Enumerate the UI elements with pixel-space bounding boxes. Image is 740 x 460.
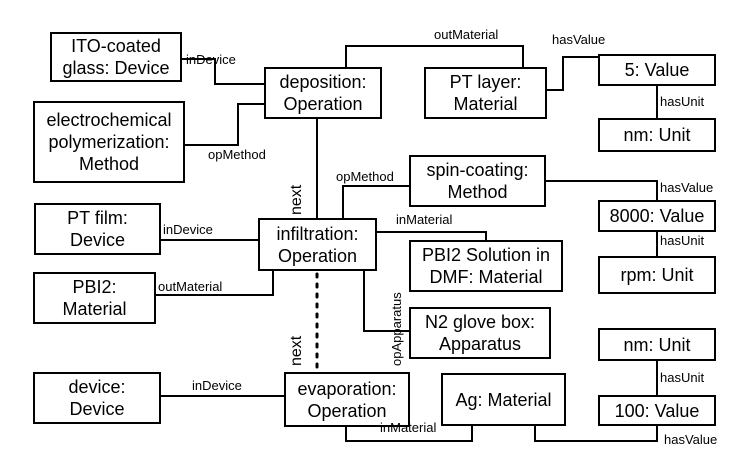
edge-label-hasunit-8000: hasUnit — [660, 233, 705, 248]
edge-label-hasvalue-ag: hasValue — [664, 432, 718, 447]
spin-coating-method-node: spin-coating: Method — [409, 155, 546, 207]
evaporation-operation-node: evaporation: Operation — [284, 372, 410, 427]
edge-label-outmaterial-deposition: outMaterial — [434, 27, 499, 42]
five-value-node: 5: Value — [598, 54, 716, 86]
nm-unit-node-bottom: nm: Unit — [598, 328, 716, 361]
edge-label-hasunit-100: hasUnit — [660, 370, 705, 385]
edge-label-outmaterial-pbi2: outMaterial — [158, 279, 223, 294]
pbi2-material-node: PBI2: Material — [33, 272, 156, 324]
n2-glove-box-apparatus-node: N2 glove box: Apparatus — [409, 307, 551, 359]
edge-label-hasvalue-pt-layer: hasValue — [552, 32, 606, 47]
device-device-node: device: Device — [33, 372, 161, 424]
electrochemical-polymerization-method-node: electrochemical polymerization: Method — [33, 101, 185, 183]
ag-material-node: Ag: Material — [441, 373, 566, 426]
edge-label-indevice-pt-film: inDevice — [163, 222, 213, 237]
pt-film-device-node: PT film: Device — [34, 203, 161, 255]
rpm-unit-node: rpm: Unit — [598, 256, 716, 294]
edge-label-hasunit-five: hasUnit — [660, 94, 705, 109]
edge-label-hasvalue-spin: hasValue — [660, 180, 714, 195]
ito-coated-glass-node: ITO-coated glass: Device — [50, 32, 182, 82]
edge-label-next-infiltration: next — [288, 335, 305, 366]
deposition-operation-node: deposition: Operation — [264, 67, 382, 119]
edge-label-inmaterial-infiltration: inMaterial — [396, 212, 453, 227]
edge-label-opmethod-spin: opMethod — [336, 169, 394, 184]
edge-label-indevice-ito: inDevice — [186, 52, 236, 67]
edge-label-next-deposition: next — [288, 184, 305, 215]
pt-layer-material-node: PT layer: Material — [424, 67, 547, 119]
edge-label-inmaterial-evaporation: inMaterial — [380, 420, 437, 435]
nm-unit-node-top: nm: Unit — [598, 118, 716, 152]
edge-label-opmethod-electrochem: opMethod — [208, 147, 266, 162]
edge-label-opapparatus: opApparatus — [389, 292, 404, 366]
value-8000-node: 8000: Value — [598, 200, 716, 232]
pbi2-solution-material-node: PBI2 Solution in DMF: Material — [409, 240, 563, 292]
value-100-node: 100: Value — [598, 395, 716, 426]
edge-label-indevice-device: inDevice — [192, 378, 242, 393]
infiltration-operation-node: infiltration: Operation — [258, 218, 377, 271]
